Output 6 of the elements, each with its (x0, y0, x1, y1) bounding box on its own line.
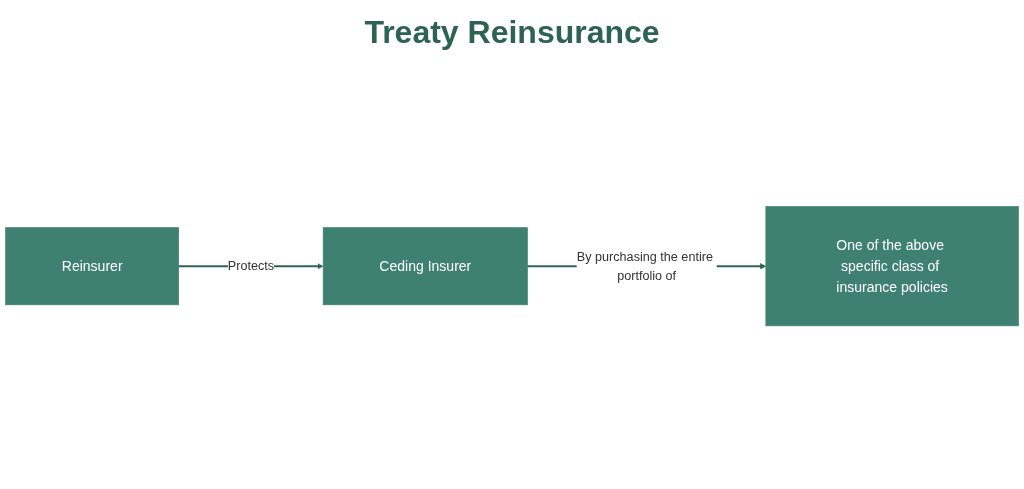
edge-label: Protects (227, 258, 275, 273)
node-box: One of the above specific class of insurance policies (765, 206, 1019, 326)
node-box: Ceding Insurer (322, 227, 528, 305)
edge-label: By purchasing the entire portfolio of (576, 249, 713, 283)
node-box: Reinsurer (5, 227, 179, 305)
diagram-title: Treaty Reinsurance (363, 14, 661, 51)
